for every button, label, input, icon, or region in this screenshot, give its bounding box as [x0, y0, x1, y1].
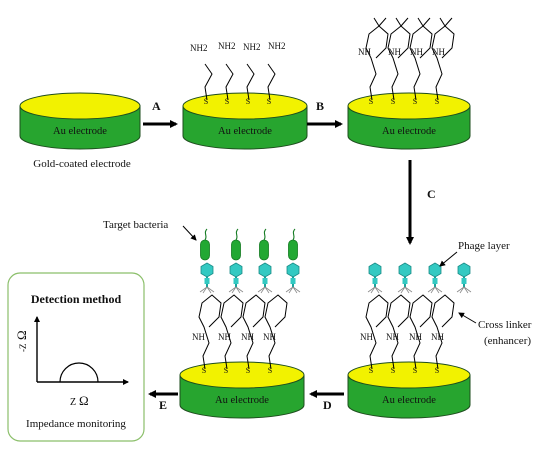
thiol-label: S — [204, 97, 208, 106]
electrode-amine: Au electrode — [182, 92, 308, 150]
crosslinker-label-line1: Cross linker — [478, 319, 532, 331]
amine-label-4: NH2 — [268, 41, 286, 51]
target-bacteria-label: Target bacteria — [103, 219, 168, 231]
target-bacteria-cells — [199, 228, 299, 261]
thiol-label: S — [435, 366, 439, 375]
amide-label-1: NH — [358, 47, 371, 57]
amide-label-2: NH — [388, 47, 401, 57]
amine-label-1: NH2 — [190, 43, 208, 53]
amide-label: NH — [431, 332, 444, 342]
thiol-label: S — [202, 366, 206, 375]
thiol-label: S — [268, 366, 272, 375]
step-label-d: D — [323, 398, 332, 412]
detection-method-box: Detection method -Z Ω Z Ω Impedance moni… — [7, 272, 145, 442]
crosslinker-chains-top — [365, 17, 455, 101]
electrode-label: Au electrode — [382, 395, 436, 406]
phage-layer — [367, 262, 472, 294]
x-axis-omega: Ω — [79, 393, 89, 408]
electrode-phage: Au electrode — [347, 361, 471, 419]
step-label-c: C — [427, 187, 436, 201]
thiol-label: S — [267, 97, 271, 106]
x-axis-z: Z — [70, 397, 76, 408]
thiol-label: S — [413, 97, 417, 106]
amide-label: NH — [386, 332, 399, 342]
thiol-label: S — [246, 366, 250, 375]
amide-label: NH — [360, 332, 373, 342]
amide-label: NH — [241, 332, 254, 342]
electrode-bacteria: Au electrode — [179, 361, 305, 419]
y-axis-omega: Ω — [14, 330, 29, 340]
phage-layer-bound — [199, 262, 301, 294]
electrode-label: Au electrode — [218, 126, 272, 137]
electrode-crosslinker: Au electrode — [347, 92, 471, 150]
y-axis-z: -Z — [18, 344, 28, 353]
amide-label: NH — [263, 332, 276, 342]
gold-coated-caption: Gold-coated electrode — [33, 158, 131, 170]
thiol-label: S — [435, 97, 439, 106]
crosslinker-chains-bacteria — [198, 294, 288, 370]
electrode-label: Au electrode — [53, 126, 107, 137]
step-label-a: A — [152, 99, 161, 113]
amide-label-3: NH — [410, 47, 423, 57]
step-label-b: B — [316, 99, 324, 113]
electrode-label: Au electrode — [215, 395, 269, 406]
process-arrows — [143, 120, 414, 398]
thiol-label: S — [391, 97, 395, 106]
impedance-caption: Impedance monitoring — [26, 418, 126, 430]
crosslinker-label-line2: (enhancer) — [484, 335, 531, 347]
step-label-e: E — [159, 398, 167, 412]
amide-label: NH — [409, 332, 422, 342]
amine-label-2: NH2 — [218, 41, 236, 51]
thiol-label: S — [225, 97, 229, 106]
thiol-label: S — [413, 366, 417, 375]
electrode-label: Au electrode — [382, 126, 436, 137]
amine-label-3: NH2 — [243, 42, 261, 52]
thiol-label: S — [369, 366, 373, 375]
amide-label: NH — [218, 332, 231, 342]
thiol-label: S — [246, 97, 250, 106]
thiol-label: S — [369, 97, 373, 106]
thiol-label: S — [224, 366, 228, 375]
amide-label-4: NH — [432, 47, 445, 57]
phage-layer-label: Phage layer — [458, 240, 510, 252]
y-axis-label: -Z Ω — [14, 330, 29, 352]
detection-title: Detection method — [31, 292, 122, 306]
thiol-label: S — [391, 366, 395, 375]
amide-label: NH — [192, 332, 205, 342]
electrode-plain: Au electrode — [19, 92, 141, 150]
amine-chains — [204, 63, 276, 101]
crosslinker-chains-phage — [365, 294, 455, 370]
nyquist-semicircle — [59, 362, 99, 383]
